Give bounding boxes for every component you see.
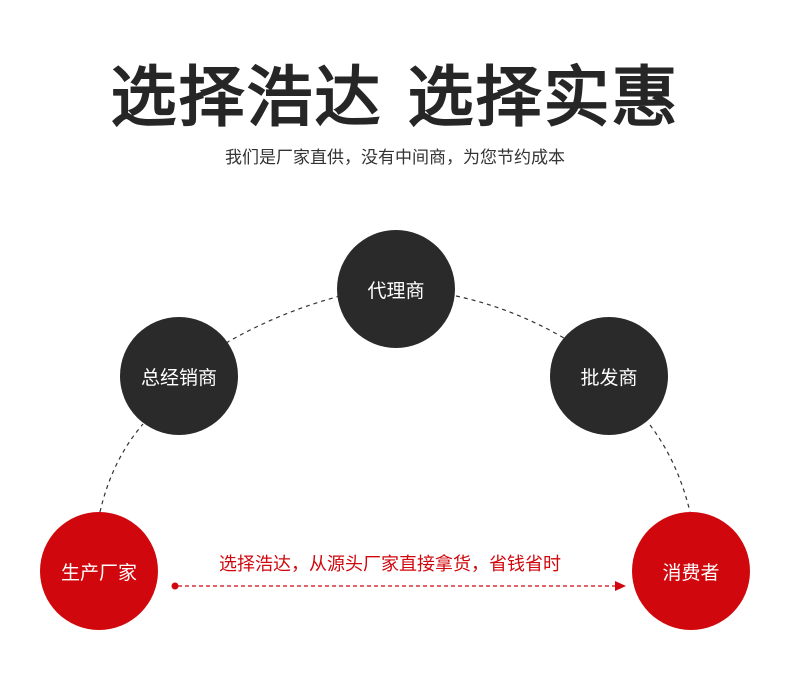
node-manufacturer: 生产厂家 — [40, 512, 158, 630]
dashed-connector-distributor-agent — [225, 295, 341, 344]
direct-arrow-head — [615, 581, 626, 591]
node-wholesaler: 批发商 — [550, 317, 668, 435]
page-subtitle: 我们是厂家直供，没有中间商，为您节约成本 — [225, 148, 565, 168]
dashed-connector-manufacturer-distributor — [99, 423, 144, 513]
node-manufacturer-label: 生产厂家 — [60, 561, 137, 584]
node-wholesaler-label: 批发商 — [580, 366, 638, 389]
node-distributor: 总经销商 — [120, 317, 238, 435]
node-consumer-label: 消费者 — [662, 561, 720, 584]
direct-path-label: 选择浩达，从源头厂家直接拿货，省钱省时 — [219, 554, 561, 575]
page-title: 选择浩达 选择实惠 — [110, 59, 680, 136]
node-consumer: 消费者 — [632, 512, 750, 630]
dashed-connector-wholesaler-consumer — [649, 424, 691, 513]
node-distributor-label: 总经销商 — [140, 366, 217, 389]
node-agent-label: 代理商 — [367, 279, 425, 302]
node-agent: 代理商 — [337, 230, 455, 348]
dashed-connector-agent-wholesaler — [455, 295, 565, 339]
arrow-start-dot — [171, 582, 179, 590]
